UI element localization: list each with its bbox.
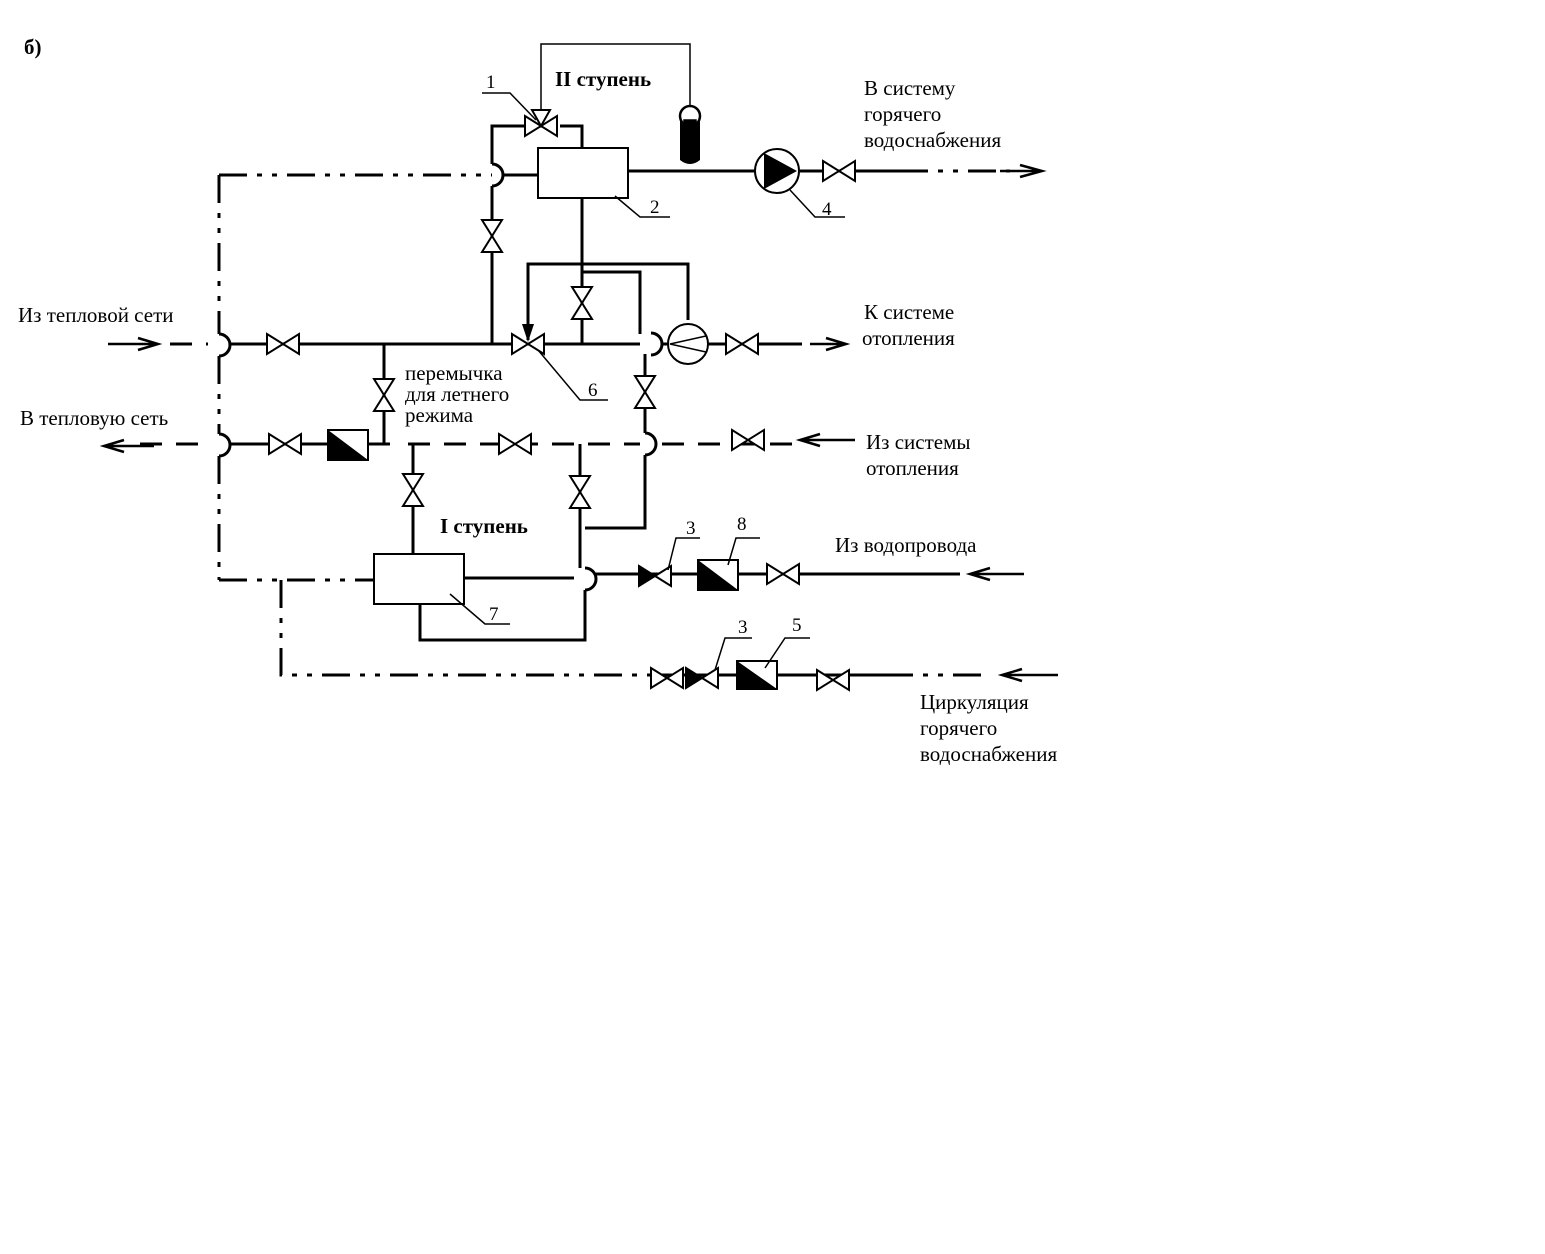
label-to-heating-1: К системе [864,300,954,324]
arrow-to-heating [810,336,851,352]
stage2-label: II ступень [555,67,651,91]
arrow-from-heating [795,432,855,448]
regulating-valve-6 [511,298,545,356]
valve-circulation-mid [650,666,684,690]
left-riser-hop-2 [218,432,232,458]
top-line-hop [491,162,505,188]
label-summer-bypass-1: перемычка [405,361,503,385]
callout-6: 6 [588,380,598,401]
callout-4: 4 [822,199,832,220]
controller-signal-line [540,43,691,110]
stage1-label: I ступень [440,514,528,538]
callout-8: 8 [737,514,747,535]
flow-arrows [99,163,1058,683]
label-to-heat-network: В тепловую сеть [20,406,168,430]
callout-7: 7 [489,604,499,625]
arrow-dhw-out [1000,163,1047,179]
valve-heating-out [725,332,759,356]
valve-summer-bypass [372,378,396,412]
label-circulation-2: горячего [920,716,997,740]
gate-valves [266,159,856,692]
heating-riser-down [585,455,647,530]
leader-2 [614,195,670,218]
label-summer-bypass-2: для летнего [405,382,509,406]
pump-heating [667,323,709,365]
check-valve-3b [685,666,719,690]
leader-3b [714,637,752,671]
valve-circulation-in [816,668,850,692]
regulator-loop-inner [582,270,642,334]
leader-6 [537,349,608,401]
regulator-loop [526,262,690,320]
callout-3a: 3 [686,518,696,539]
arrow-circulation [997,667,1058,683]
meter-8 [697,559,739,591]
meter-return [327,429,369,461]
valve-heating-riser [633,375,657,409]
pump-4 [754,148,800,194]
label-summer-bypass-3: режима [405,403,474,427]
meter-5 [736,660,778,690]
callout-5: 5 [792,615,802,636]
label-dhw-out-1: В систему [864,76,956,100]
arrow-to-heat-network [99,438,154,454]
valve-heat-supply [266,332,300,356]
left-riser-hop-1 [218,332,232,358]
valve-return-dashed [498,432,532,456]
callout-3b: 3 [738,617,748,638]
check-valve-3a [638,564,672,588]
heat-exchanger-stage2 [537,147,629,199]
heat-exchanger-stage1 [373,553,465,605]
valve-stage1-top [401,473,425,507]
circulation-line [279,580,650,677]
callout-leaders [449,92,845,671]
label-dhw-out-2: горячего [864,102,941,126]
stage2-loop-right [560,124,584,148]
leader-4 [789,189,845,218]
leader-1 [482,92,537,121]
label-to-heating-2: отопления [862,326,955,350]
valve-dhw-out [822,159,856,183]
heating-riser-hop [644,431,658,457]
callout-2: 2 [650,197,660,218]
leader-5 [764,637,810,669]
label-from-heating-2: отопления [866,456,959,480]
leader-7 [449,593,510,625]
label-from-heating-1: Из системы [866,430,971,454]
label-circulation-3: водоснабжения [920,742,1057,766]
arrow-from-heat-network [108,336,163,352]
valve-cold-water [766,562,800,586]
valve-stage2-riser [480,219,504,253]
label-from-heat-network: Из тепловой сети [18,303,174,327]
valve-hx2-down [570,286,594,320]
valve-stage1-mid [568,475,592,509]
heat-supply-hop [650,331,664,357]
stage1-hop [584,566,598,592]
figure-label: б) [24,35,42,59]
valve-heat-return [268,432,302,456]
stage2-loop [490,124,525,164]
label-dhw-out-3: водоснабжения [864,128,1001,152]
arrow-from-water [965,566,1024,582]
valve-heating-return [731,428,765,452]
label-from-water-supply: Из водопровода [835,533,977,557]
leader-8 [727,537,760,566]
callout-1: 1 [486,72,496,93]
leader-3a [667,537,700,571]
three-way-valve-1 [524,109,558,138]
temperature-sensor [678,104,702,164]
stage1-bottom-loop [418,590,587,642]
label-circulation-1: Циркуляция [920,690,1029,714]
